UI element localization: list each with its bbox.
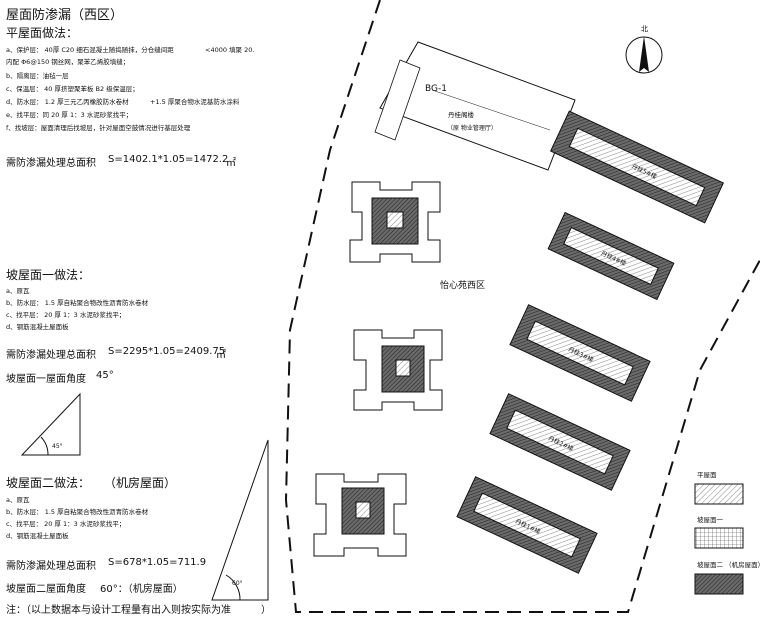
triangle-45-label: 45° [52, 443, 63, 450]
bar-building-1: 丹桂1#楼 [456, 476, 598, 574]
footnote-close: ） [261, 605, 271, 616]
footnote: 注：（以上数据本与设计工程量有出入则按实际为准 [6, 605, 231, 616]
slope1-area-unit: ㎡ [216, 350, 226, 361]
slope2-item-c: c、找平层： 20 厚 1：3 水泥砂浆找平； [6, 520, 126, 528]
flat-item-d: d、防水层： 1.2 厚三元乙丙橡胶防水卷材 [6, 98, 129, 106]
flat-item-e: e、找平层：同 20 厚 1：3 水泥砂浆找平； [6, 111, 133, 119]
building-bg1-name: 丹桂阁楼 [448, 110, 475, 119]
north-arrow-icon: 北 [625, 25, 663, 74]
slope2-angle-label: 坡屋面二屋面角度 [6, 584, 86, 595]
flat-item-f: f、找坡层：屋面清理后找坡层，针对屋面空鼓情况进行基层处理 [6, 124, 191, 132]
slope1-angle-value: 45° [96, 370, 114, 381]
legend-swatch-slope2 [694, 573, 744, 595]
triangle-60: 60° [211, 439, 269, 601]
flat-area-unit: ㎡ [226, 158, 236, 169]
slope2-area-value: S=678*1.05=711.9 [108, 557, 207, 568]
legend-label-slope2: 坡屋面二 （机房屋面） [697, 561, 760, 569]
slope2-angle-value: 60°：（机房屋面） [100, 584, 183, 595]
slope1-angle-label: 坡屋面一屋面角度 [6, 374, 86, 385]
slope1-item-a: a、原瓦 [6, 287, 30, 295]
tower-1 [349, 181, 441, 263]
slope2-item-b: b、防水层： 1.5 厚自粘聚合物改性沥青防水卷材 [6, 508, 149, 516]
flat-item-c: c、保温层： 40 厚挤塑聚苯板 B2 级保温层； [6, 85, 139, 93]
triangle-45: 45° [20, 392, 81, 456]
slope2-heading-note: （机房屋面） [104, 476, 177, 490]
bar-building-4: 丹桂4#楼 [547, 211, 675, 301]
slope2-item-d: d、钢筋混凝土屋面板 [6, 532, 69, 540]
legend-label-slope1: 坡屋面一 [697, 516, 723, 524]
flat-area-label: 需防渗漏处理总面积 [6, 158, 96, 169]
slope1-item-b: b、防水层： 1.5 厚自粘聚合物改性沥青防水卷材 [6, 299, 149, 307]
district-label: 怡心苑西区 [440, 279, 485, 291]
triangle-60-label: 60° [232, 580, 243, 587]
slope2-heading: 坡屋面二做法： [6, 476, 91, 490]
building-bg1-label: BG-1 [425, 84, 447, 94]
bar-building-2: 丹桂2#楼 [489, 393, 631, 491]
slope1-heading: 坡屋面一做法： [6, 268, 91, 282]
building-bg1-sub: （原 物业管理厅） [447, 124, 497, 132]
slope1-item-d: d、钢筋混凝土屋面板 [6, 323, 69, 331]
bar-building-5: 丹桂5#楼 [550, 110, 724, 224]
flat-item-a2: 内配 Φ6@150 钢丝网，聚苯乙烯胶填缝； [6, 58, 130, 66]
slope2-item-a: a、原瓦 [6, 496, 30, 504]
north-label: 北 [641, 25, 648, 33]
flat-item-d2: +1.5 厚聚合物水泥基防水涂料 [150, 98, 240, 106]
legend-swatch-flat [694, 483, 744, 505]
slope1-area-value: S=2295*1.05=2409.75 [108, 346, 226, 357]
page-title: 屋面防渗漏（西区） [6, 8, 124, 23]
tower-2 [353, 329, 443, 411]
flat-item-b: b、隔离层：油毡一层 [6, 72, 69, 80]
bar-building-3: 丹桂3#楼 [509, 304, 651, 402]
flat-item-a: a、保护层： 40厚 C20 细石混凝土随捣随抹，分仓缝间距 [6, 46, 174, 54]
flat-heading: 平屋面做法： [6, 26, 79, 40]
site-boundary [284, 0, 760, 613]
building-bg1: BG-1 丹桂阁楼 （原 物业管理厅） [374, 41, 576, 171]
slope1-item-c: c、找平层： 20 厚 1：3 水泥砂浆找平； [6, 311, 126, 319]
legend-swatch-slope1 [694, 527, 744, 549]
flat-area-value: S=1402.1*1.05=1472.2 [108, 154, 229, 165]
slope2-area-label: 需防渗漏处理总面积 [6, 561, 96, 572]
slope1-area-label: 需防渗漏处理总面积 [6, 350, 96, 361]
legend-label-flat: 平屋面 [697, 471, 717, 479]
flat-item-a-cont: <4000 填聚 20. [205, 46, 255, 54]
tower-3 [313, 473, 407, 557]
